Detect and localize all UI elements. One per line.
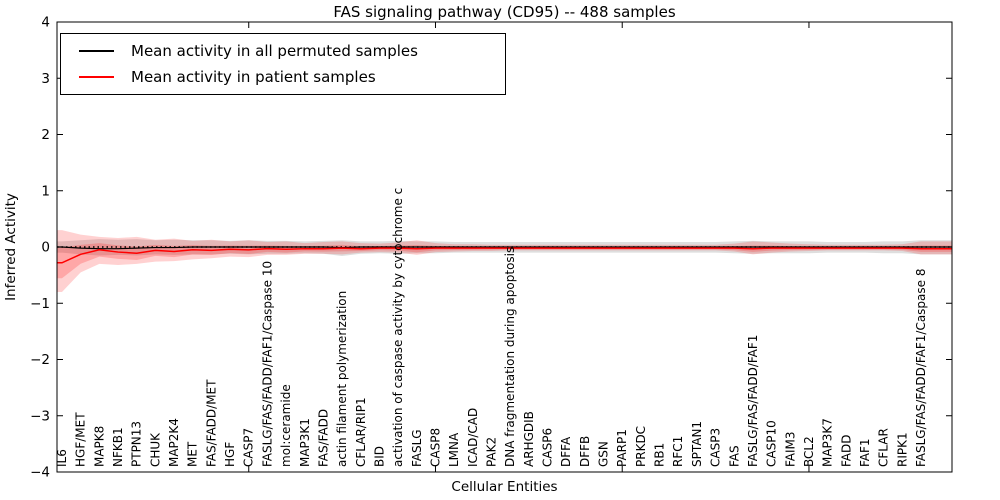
x-category-label: IL6 — [55, 449, 69, 467]
x-category-label: FAIM3 — [783, 431, 797, 467]
legend-entry-permuted: Mean activity in all permuted samples — [79, 42, 505, 60]
x-category-label: FASLG — [410, 429, 424, 467]
x-category-label: BID — [372, 446, 386, 467]
x-category-label: DFFB — [578, 436, 592, 467]
x-category-label: CASP6 — [541, 428, 555, 467]
x-category-label: RB1 — [653, 443, 667, 467]
x-category-label: PAK2 — [485, 437, 499, 467]
x-category-label: CASP10 — [765, 420, 779, 467]
x-category-label: actin filament polymerization — [335, 291, 349, 467]
x-category-label: ARHGDIB — [522, 411, 536, 467]
patient-line-sample — [79, 76, 114, 78]
x-category-label: NFKB1 — [111, 427, 125, 467]
x-category-label: FAS — [727, 445, 741, 467]
x-category-label: FASLG/FAS/FADD/FAF1/Caspase 8 — [914, 269, 928, 468]
x-category-label: BCL2 — [802, 436, 816, 467]
x-category-label: PARP1 — [615, 429, 629, 467]
y-axis-label: Inferred Activity — [3, 193, 19, 301]
x-category-label: HGF/MET — [74, 412, 88, 467]
x-category-label: PTPN13 — [130, 421, 144, 467]
x-category-label: CFLAR — [877, 428, 891, 467]
y-tick-label: −2 — [30, 352, 50, 368]
chart-title: FAS signaling pathway (CD95) -- 488 samp… — [333, 3, 676, 21]
x-axis-label: Cellular Entities — [451, 479, 558, 495]
x-category-label: SPTAN1 — [690, 421, 704, 467]
permuted-mean-line — [57, 246, 952, 250]
x-category-label: MAP3K7 — [821, 418, 835, 467]
y-tick-label: 1 — [41, 183, 50, 199]
x-category-label: mol:ceramide — [279, 384, 293, 467]
y-tick-label: −1 — [30, 296, 50, 312]
x-category-label: activation of caspase activity by cytoch… — [391, 188, 405, 467]
x-category-label: FASLG/FAS/FADD/FAF1 — [746, 335, 760, 467]
x-category-label: DFFA — [559, 436, 573, 467]
x-category-label: FADD — [839, 435, 853, 468]
x-category-label: FASLG/FAS/FADD/FAF1/Caspase 10 — [260, 261, 274, 467]
x-category-label: MAP2K4 — [167, 418, 181, 467]
x-category-label: PRKDC — [634, 426, 648, 467]
y-tick-label: −4 — [30, 465, 50, 481]
patient-band-inner — [57, 243, 952, 279]
x-category-label: CHUK — [148, 432, 162, 467]
x-category-label: RIPK1 — [895, 432, 909, 467]
x-category-label: DNA fragmentation during apoptosis — [503, 247, 517, 467]
x-category-label: CASP7 — [242, 428, 256, 467]
y-tick-label: 3 — [41, 71, 50, 87]
x-category-label: FAF1 — [858, 438, 872, 467]
x-category-label: CASP3 — [709, 428, 723, 467]
x-category-label: FAS/FADD — [316, 409, 330, 467]
x-category-label: FAS/FADD/MET — [204, 379, 218, 467]
x-category-label: CASP8 — [428, 428, 442, 467]
y-tick-label: 2 — [41, 127, 50, 143]
x-category-label: LMNA — [447, 432, 461, 467]
x-category-label: MAPK8 — [92, 426, 106, 467]
patient-mean-line — [57, 247, 952, 264]
legend: Mean activity in all permuted samples Me… — [60, 33, 506, 95]
patient-band-outer — [57, 230, 952, 292]
x-category-label: MET — [186, 441, 200, 467]
legend-entry-patient: Mean activity in patient samples — [79, 68, 505, 86]
y-tick-label: 4 — [41, 15, 50, 31]
x-category-label: HGF — [223, 442, 237, 467]
x-category-label: MAP3K1 — [298, 418, 312, 467]
x-category-label: CFLAR/RIP1 — [354, 397, 368, 467]
permuted-line-sample — [79, 50, 114, 52]
x-category-label: RFC1 — [671, 436, 685, 467]
x-category-label: ICAD/CAD — [466, 408, 480, 467]
y-tick-label: −3 — [30, 408, 50, 424]
x-category-label: GSN — [597, 441, 611, 467]
legend-label-patient: Mean activity in patient samples — [131, 68, 376, 86]
y-tick-label: 0 — [41, 240, 50, 256]
legend-label-permuted: Mean activity in all permuted samples — [131, 42, 418, 60]
